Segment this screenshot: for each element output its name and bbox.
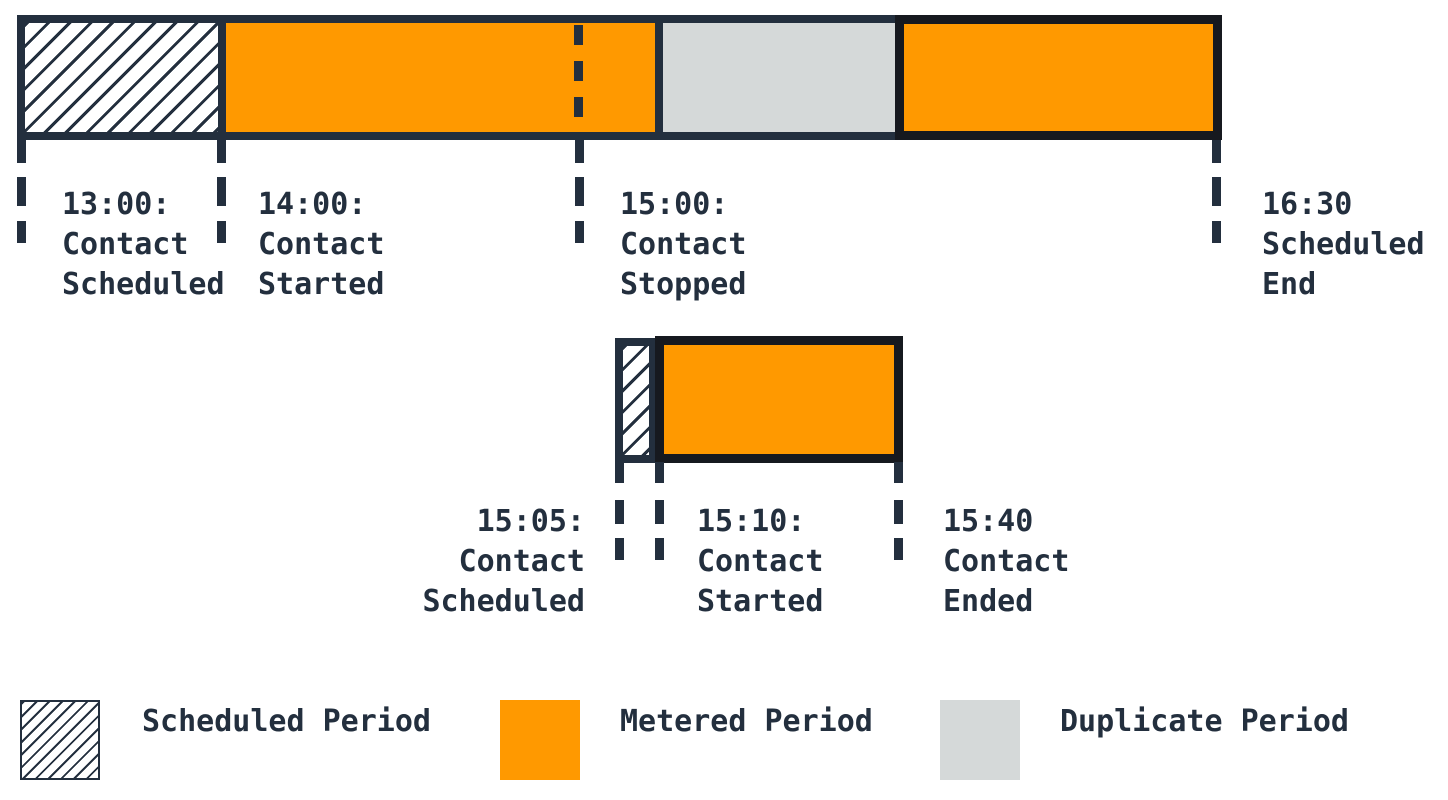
tick-13-00 <box>17 140 26 243</box>
metered-period-swatch <box>500 700 580 780</box>
marker-time: 13:00: <box>62 187 171 222</box>
marker-text: Started <box>258 267 385 302</box>
marker-time: 14:00: <box>258 187 367 222</box>
marker-text: Contact <box>697 544 824 579</box>
marker-text: Scheduled <box>1262 227 1425 262</box>
timeline-2-metered-period-segment <box>655 336 903 463</box>
marker-text: Contact <box>620 227 747 262</box>
marker-text: Started <box>697 584 824 619</box>
marker-time: 15:10: <box>697 504 806 539</box>
marker-text: Ended <box>943 584 1034 619</box>
marker-label-contact-ended-15-40: 15:40 Contact Ended <box>943 502 1069 622</box>
marker-text: Contact <box>943 544 1070 579</box>
marker-label-contact-started-15-10: 15:10: Contact Started <box>697 502 823 622</box>
timeline-1-metered-period-segment-2 <box>895 15 1222 140</box>
marker-text: Contact <box>62 227 189 262</box>
marker-time: 15:00: <box>620 187 729 222</box>
marker-time: 16:30 <box>1262 187 1353 222</box>
marker-label-contact-stopped-15-00: 15:00: Contact Stopped <box>620 185 746 305</box>
tick-14-00 <box>217 140 226 243</box>
segment-divider <box>218 23 226 132</box>
marker-time: 15:40 <box>943 504 1034 539</box>
timeline-1-scheduled-period-segment <box>25 23 218 132</box>
tick-15-10 <box>655 462 664 560</box>
legend-label-metered-period: Metered Period <box>620 704 873 739</box>
timeline-1-metered-period-segment <box>226 23 655 132</box>
legend-label-scheduled-period: Scheduled Period <box>142 704 431 739</box>
marker-time: 15:05: <box>476 504 585 539</box>
contact-stopped-dashed-line <box>574 25 583 130</box>
marker-text: End <box>1262 267 1317 302</box>
marker-label-contact-scheduled-15-05: 15:05: Contact Scheduled <box>385 502 585 622</box>
tick-15-00 <box>575 140 584 243</box>
timeline-1-duplicate-period-segment <box>663 23 895 132</box>
marker-label-contact-scheduled-13-00: 13:00: Contact Scheduled <box>62 185 225 305</box>
scheduled-period-swatch <box>20 700 100 780</box>
marker-text: Scheduled <box>422 584 585 619</box>
legend-label-duplicate-period: Duplicate Period <box>1060 704 1349 739</box>
timeline-1-bar <box>17 15 1222 140</box>
timeline-2-scheduled-period-segment <box>615 338 657 463</box>
marker-label-scheduled-end-16-30: 16:30 Scheduled End <box>1262 185 1425 305</box>
tick-15-05 <box>615 462 624 560</box>
tick-16-30 <box>1212 140 1221 243</box>
marker-text: Contact <box>458 544 585 579</box>
segment-divider <box>655 23 663 132</box>
marker-label-contact-started-14-00: 14:00: Contact Started <box>258 185 384 305</box>
marker-text: Contact <box>258 227 385 262</box>
duplicate-period-swatch <box>940 700 1020 780</box>
marker-text: Stopped <box>620 267 747 302</box>
marker-text: Scheduled <box>62 267 225 302</box>
tick-15-40 <box>894 462 903 560</box>
